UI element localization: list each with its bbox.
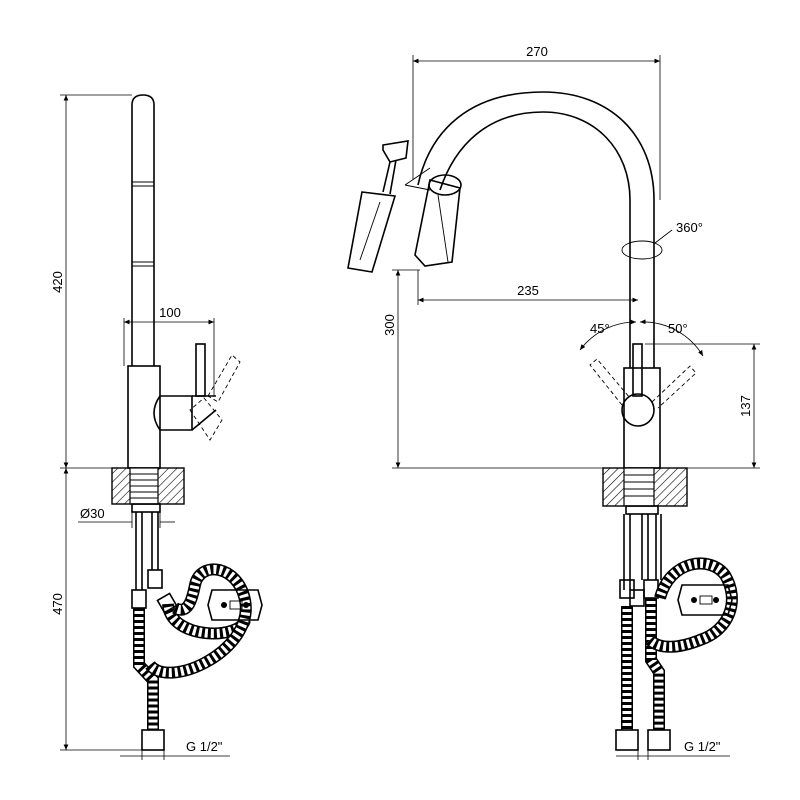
side-fitting	[131, 589, 147, 609]
side-spout	[131, 94, 155, 366]
front-width-label: 270	[526, 44, 548, 59]
front-bottom-fitting-left	[615, 729, 639, 751]
side-height-label: 420	[50, 271, 65, 293]
front-spout-height-label: 300	[382, 314, 397, 336]
front-spout-reach-label: 235	[517, 283, 539, 298]
front-hose-right	[646, 598, 664, 730]
front-lever-height-label: 137	[738, 395, 753, 417]
front-view: 270 360° 235 300 45° 50° 137 G 1/2"	[347, 44, 760, 760]
front-lever-left-angle-label: 45°	[590, 321, 610, 336]
side-bottom-fitting	[141, 729, 165, 751]
side-connector-box	[207, 589, 263, 621]
front-bottom-fitting-right	[647, 729, 671, 751]
side-body	[127, 365, 161, 469]
front-spout-inner	[439, 111, 631, 368]
front-lever	[632, 343, 643, 397]
side-lever-hub	[153, 395, 193, 431]
front-rotation-label: 360°	[676, 220, 703, 235]
front-spray-head	[414, 179, 461, 267]
side-reach-label: 100	[159, 305, 181, 320]
front-connector-box	[677, 584, 733, 616]
side-diameter-label: Ø30	[80, 506, 105, 521]
side-hose	[134, 608, 158, 730]
front-pullout-head	[347, 191, 397, 273]
front-lever-hub	[621, 393, 655, 427]
front-lever-right-angle-label: 50°	[668, 321, 688, 336]
front-rotation-indicator	[621, 240, 663, 260]
front-thread-label: G 1/2"	[684, 739, 721, 754]
side-thread-label: G 1/2"	[186, 739, 223, 754]
side-below-counter-label: 470	[50, 593, 65, 615]
side-view: 420 100 Ø30 470 G 1/2"	[50, 94, 263, 760]
